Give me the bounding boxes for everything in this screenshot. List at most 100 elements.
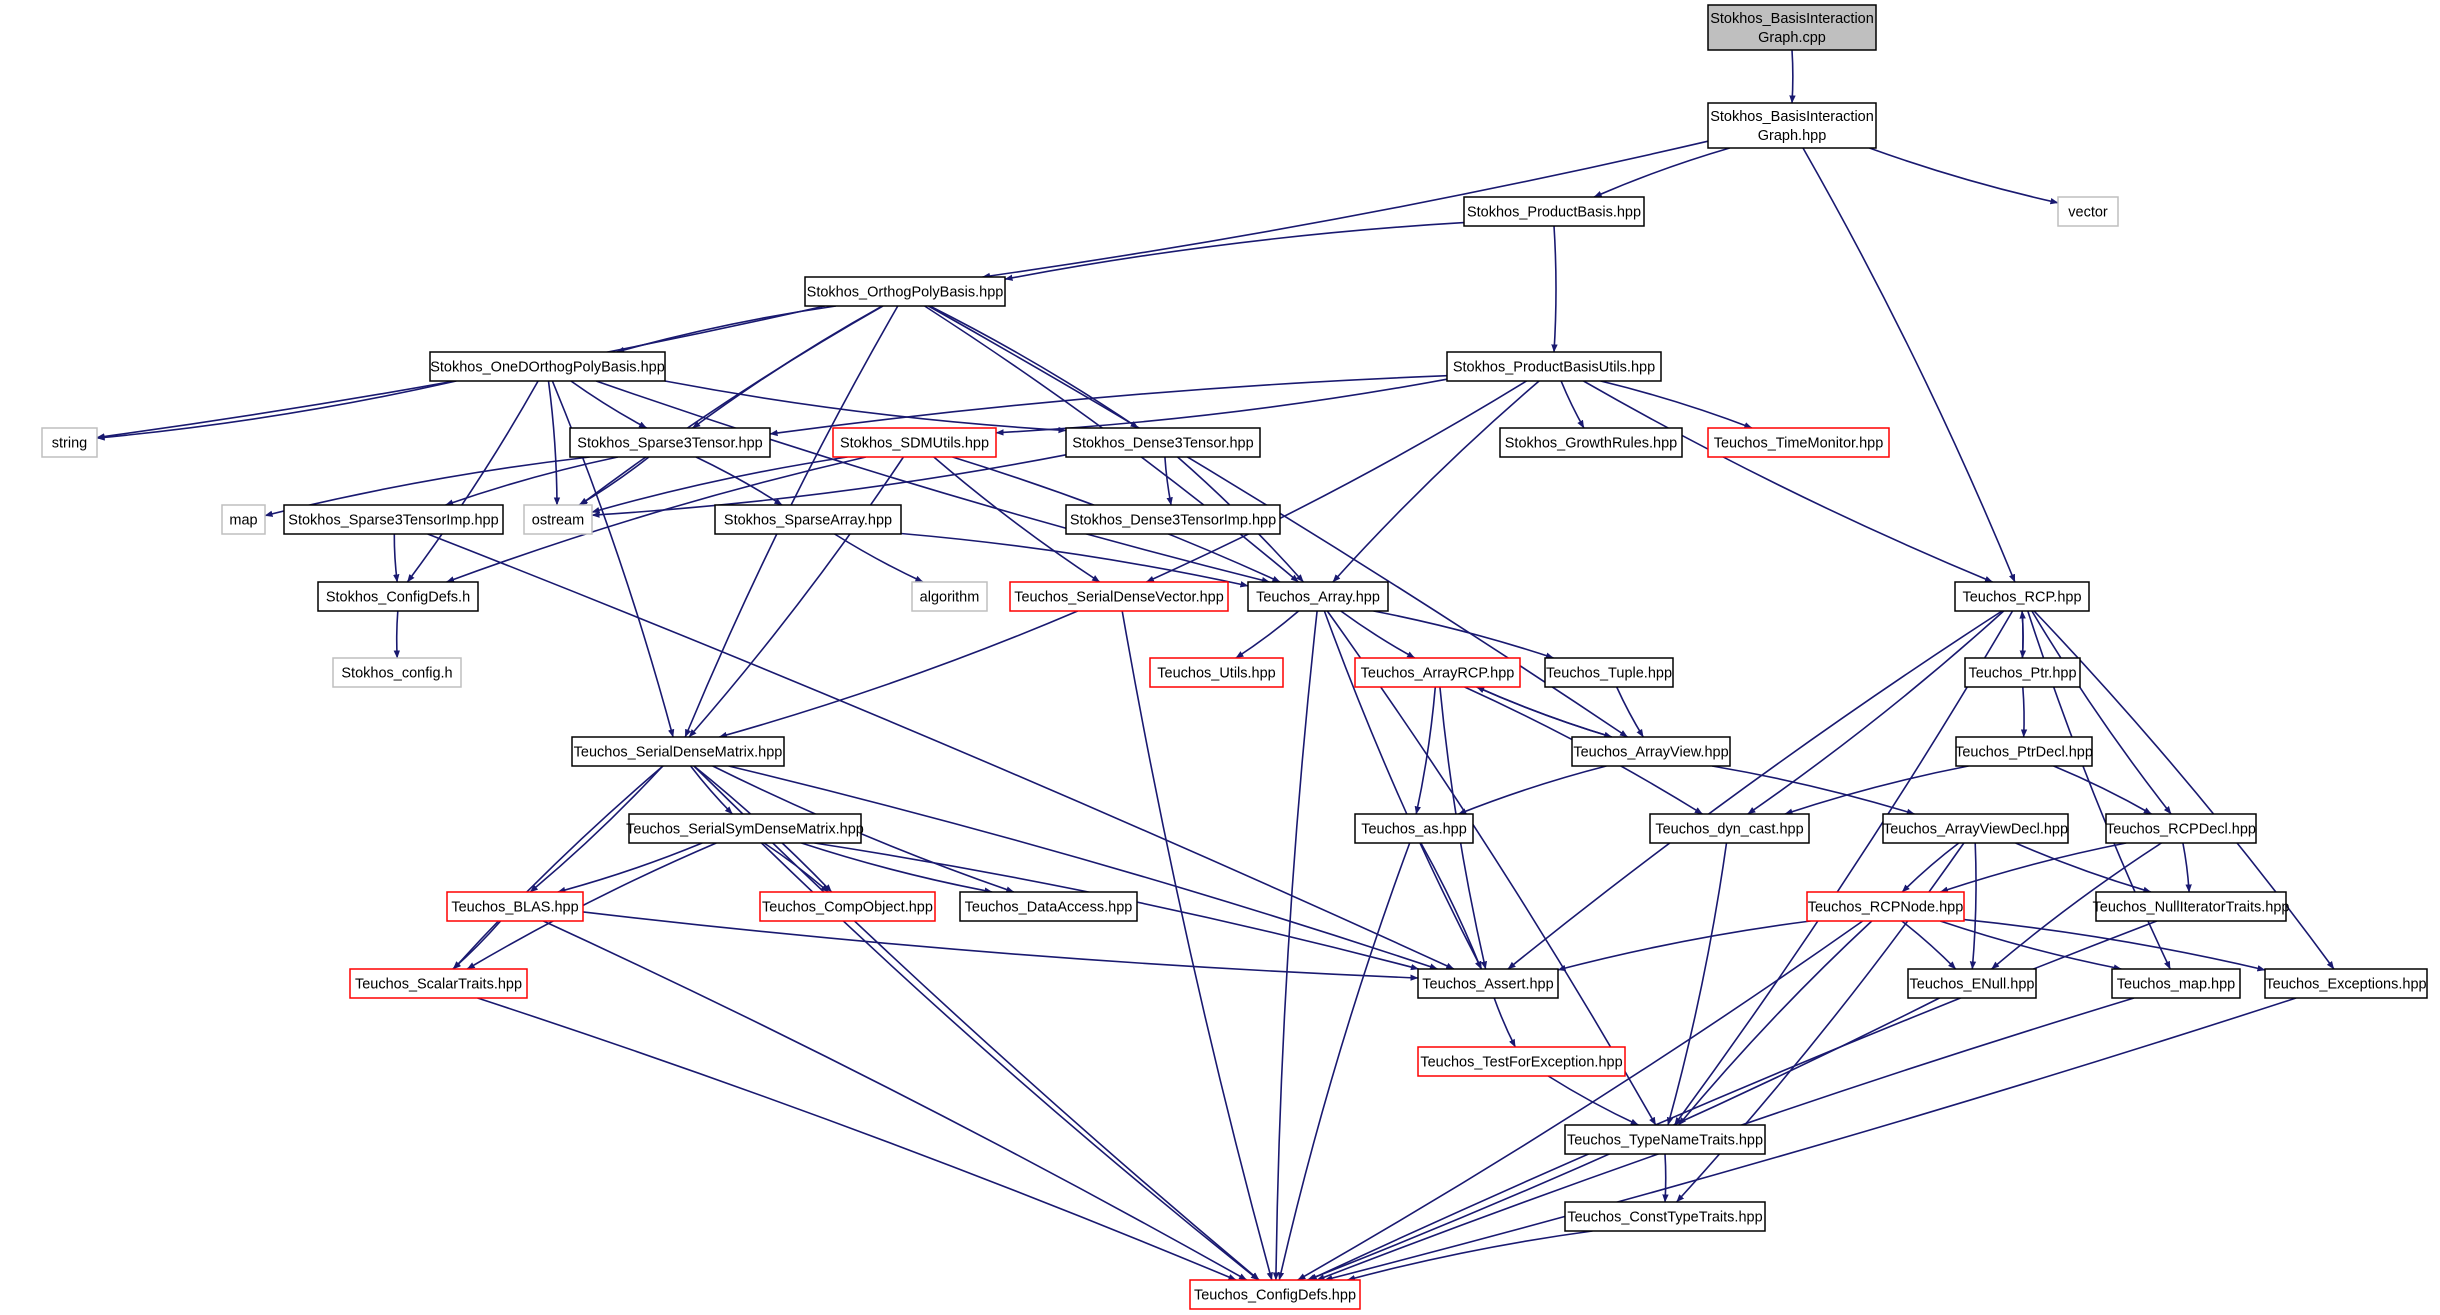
node-label-growth: Stokhos_GrowthRules.hpp: [1505, 436, 1678, 452]
node-configdefs_h[interactable]: Stokhos_ConfigDefs.h: [317, 581, 479, 612]
node-label-arrayrcp: Teuchos_ArrayRCP.hpp: [1361, 666, 1515, 682]
node-blas[interactable]: Teuchos_BLAS.hpp: [446, 891, 584, 922]
node-box-exceptions: [2264, 968, 2428, 999]
node-consttype[interactable]: Teuchos_ConstTypeTraits.hpp: [1564, 1201, 1766, 1232]
node-arrayview[interactable]: Teuchos_ArrayView.hpp: [1571, 736, 1731, 767]
node-label-blas: Teuchos_BLAS.hpp: [451, 900, 578, 916]
node-as[interactable]: Teuchos_as.hpp: [1354, 813, 1474, 844]
node-assert[interactable]: Teuchos_Assert.hpp: [1417, 968, 1559, 999]
node-box-ostream: [523, 504, 593, 535]
node-scalar[interactable]: Teuchos_ScalarTraits.hpp: [349, 968, 528, 999]
edge-ssdm-to-blas: [557, 842, 703, 894]
node-label-avdecl: Teuchos_ArrayViewDecl.hpp: [1883, 822, 2068, 838]
node-utils[interactable]: Teuchos_Utils.hpp: [1149, 657, 1284, 688]
node-exceptions[interactable]: Teuchos_Exceptions.hpp: [2264, 968, 2428, 999]
edge-exceptions-to-configdefs_hpp: [1324, 997, 2297, 1282]
edge-sparse3-to-sparse3imp: [445, 456, 619, 506]
edge-blas-to-assert: [582, 911, 1419, 981]
node-sdv[interactable]: Teuchos_SerialDenseVector.hpp: [1009, 581, 1229, 612]
edge-basis_hpp-to-rcp: [1802, 147, 2016, 583]
edge-sparse3-to-ostream: [578, 456, 650, 506]
node-label-oned: Stokhos_OneDOrthogPolyBasis.hpp: [430, 360, 665, 376]
edge-as-to-configdefs_hpp: [1277, 842, 1411, 1281]
node-box-utils: [1149, 657, 1284, 688]
node-box-sparse3: [569, 427, 771, 458]
node-sparse3imp[interactable]: Stokhos_Sparse3TensorImp.hpp: [283, 504, 504, 535]
node-sdmutils[interactable]: Stokhos_SDMUtils.hpp: [832, 427, 997, 458]
node-product_basis[interactable]: Stokhos_ProductBasis.hpp: [1463, 196, 1645, 227]
node-label-basis_hpp: Graph.hpp: [1758, 128, 1827, 144]
node-enull[interactable]: Teuchos_ENull.hpp: [1907, 968, 2037, 999]
node-label-sdmutils: Stokhos_SDMUtils.hpp: [840, 436, 989, 452]
edge-blas-to-scalar: [452, 920, 502, 970]
node-ptrdecl[interactable]: Teuchos_PtrDecl.hpp: [1955, 736, 2093, 767]
node-rcpnode[interactable]: Teuchos_RCPNode.hpp: [1806, 891, 1965, 922]
node-box-rcpdecl: [2105, 813, 2257, 844]
node-tuple[interactable]: Teuchos_Tuple.hpp: [1544, 657, 1674, 688]
edge-blas-to-configdefs_hpp: [543, 920, 1247, 1281]
node-orthog[interactable]: Stokhos_OrthogPolyBasis.hpp: [804, 276, 1006, 307]
node-label-vector: vector: [2068, 205, 2108, 221]
node-growth[interactable]: Stokhos_GrowthRules.hpp: [1499, 427, 1683, 458]
node-dataaccess[interactable]: Teuchos_DataAccess.hpp: [959, 891, 1138, 922]
node-ptr[interactable]: Teuchos_Ptr.hpp: [1964, 657, 2081, 688]
node-nulliter[interactable]: Teuchos_NullIteratorTraits.hpp: [2093, 891, 2290, 922]
node-label-ssdm: Teuchos_SerialSymDenseMatrix.hpp: [626, 822, 864, 838]
node-box-ptr: [1964, 657, 2081, 688]
edge-basis_cpp-to-basis_hpp: [1789, 49, 1796, 104]
node-testforex[interactable]: Teuchos_TestForException.hpp: [1417, 1046, 1626, 1077]
node-configdefs_hpp[interactable]: Teuchos_ConfigDefs.hpp: [1189, 1279, 1361, 1310]
node-label-rcpnode: Teuchos_RCPNode.hpp: [1808, 900, 1964, 916]
node-box-typename: [1564, 1124, 1766, 1155]
node-dense3[interactable]: Stokhos_Dense3Tensor.hpp: [1065, 427, 1261, 458]
node-tmap[interactable]: Teuchos_map.hpp: [2111, 968, 2241, 999]
node-label-sparse3: Stokhos_Sparse3Tensor.hpp: [577, 436, 762, 452]
node-box-array: [1247, 581, 1389, 612]
node-ssdm[interactable]: Teuchos_SerialSymDenseMatrix.hpp: [626, 813, 864, 844]
edge-orthog-to-arrayview: [928, 305, 1628, 738]
node-label-tuple: Teuchos_Tuple.hpp: [1546, 666, 1672, 682]
node-oned[interactable]: Stokhos_OneDOrthogPolyBasis.hpp: [429, 351, 666, 382]
node-box-arrayrcp: [1354, 657, 1521, 688]
edge-consttype-to-configdefs_hpp: [1347, 1230, 1593, 1282]
node-box-sparse3imp: [283, 504, 504, 535]
node-box-nulliter: [2095, 891, 2287, 922]
edge-basis_hpp-to-vector: [1869, 147, 2059, 205]
node-box-configdefs_h: [317, 581, 479, 612]
node-label-configdefs_h: Stokhos_ConfigDefs.h: [326, 590, 470, 606]
edge-sdm-to-ssdm: [689, 765, 733, 815]
node-rcpdecl[interactable]: Teuchos_RCPDecl.hpp: [2105, 813, 2257, 844]
node-sparse3[interactable]: Stokhos_Sparse3Tensor.hpp: [569, 427, 771, 458]
node-box-tmap: [2111, 968, 2241, 999]
node-rcp[interactable]: Teuchos_RCP.hpp: [1954, 581, 2090, 612]
edge-rcpdecl-to-nulliter: [2182, 842, 2192, 893]
edge-pbutils-to-sparse3: [769, 374, 1448, 437]
node-box-arrayview: [1571, 736, 1731, 767]
node-compobj[interactable]: Teuchos_CompObject.hpp: [759, 891, 936, 922]
node-typename[interactable]: Teuchos_TypeNameTraits.hpp: [1564, 1124, 1766, 1155]
node-avdecl[interactable]: Teuchos_ArrayViewDecl.hpp: [1882, 813, 2069, 844]
node-dyncast[interactable]: Teuchos_dyn_cast.hpp: [1649, 813, 1810, 844]
node-pbutils[interactable]: Stokhos_ProductBasisUtils.hpp: [1446, 351, 1662, 382]
edge-sdmutils-to-configdefs_h: [446, 456, 867, 583]
node-sparsearray[interactable]: Stokhos_SparseArray.hpp: [714, 504, 902, 535]
node-box-dense3: [1065, 427, 1261, 458]
node-label-scalar: Teuchos_ScalarTraits.hpp: [355, 977, 522, 993]
node-box-assert: [1417, 968, 1559, 999]
node-label-arrayview: Teuchos_ArrayView.hpp: [1573, 745, 1728, 761]
node-label-dense3imp: Stokhos_Dense3TensorImp.hpp: [1070, 513, 1276, 529]
node-label-timemon: Teuchos_TimeMonitor.hpp: [1714, 436, 1884, 452]
node-array[interactable]: Teuchos_Array.hpp: [1247, 581, 1389, 612]
edge-avdecl-to-enull: [1969, 842, 1977, 970]
node-dense3imp[interactable]: Stokhos_Dense3TensorImp.hpp: [1065, 504, 1281, 535]
edge-ssdm-to-scalar: [466, 842, 717, 970]
node-sdm[interactable]: Teuchos_SerialDenseMatrix.hpp: [571, 736, 785, 767]
node-box-tuple: [1544, 657, 1674, 688]
edge-typename-to-consttype: [1662, 1153, 1669, 1203]
node-label-compobj: Teuchos_CompObject.hpp: [762, 900, 933, 916]
node-label-dataaccess: Teuchos_DataAccess.hpp: [965, 900, 1133, 916]
node-arrayrcp[interactable]: Teuchos_ArrayRCP.hpp: [1354, 657, 1521, 688]
node-timemon[interactable]: Teuchos_TimeMonitor.hpp: [1707, 427, 1890, 458]
